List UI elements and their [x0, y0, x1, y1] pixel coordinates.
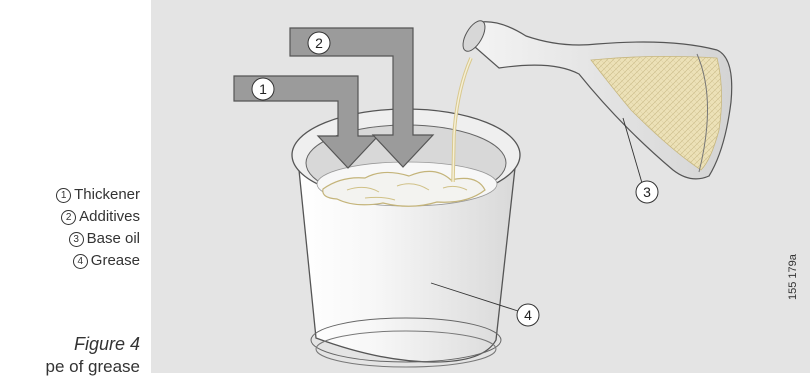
legend-number: 1 [56, 188, 71, 203]
image-code: 155 179a [787, 254, 799, 300]
callout-number: 1 [259, 81, 267, 97]
callout-4: 4 [517, 304, 539, 326]
legend-number: 2 [61, 210, 76, 225]
callout-number: 2 [315, 35, 323, 51]
legend-label: Thickener [74, 186, 140, 203]
callout-number: 3 [643, 184, 651, 200]
legend-label: Base oil [87, 230, 140, 247]
callout-1: 1 [252, 78, 274, 100]
figure-label: Figure 4 [74, 334, 140, 355]
figure-caption: pe of grease [45, 357, 140, 377]
legend-label: Grease [91, 252, 140, 269]
callout-2: 2 [308, 32, 330, 54]
callout-number: 4 [524, 307, 532, 323]
legend-number: 4 [73, 254, 88, 269]
diagram-panel: 1 2 3 4 [151, 0, 810, 373]
legend-number: 3 [69, 232, 84, 247]
grease-diagram: 1 2 3 4 [151, 0, 810, 373]
callout-3: 3 [636, 181, 658, 203]
legend-label: Additives [79, 208, 140, 225]
